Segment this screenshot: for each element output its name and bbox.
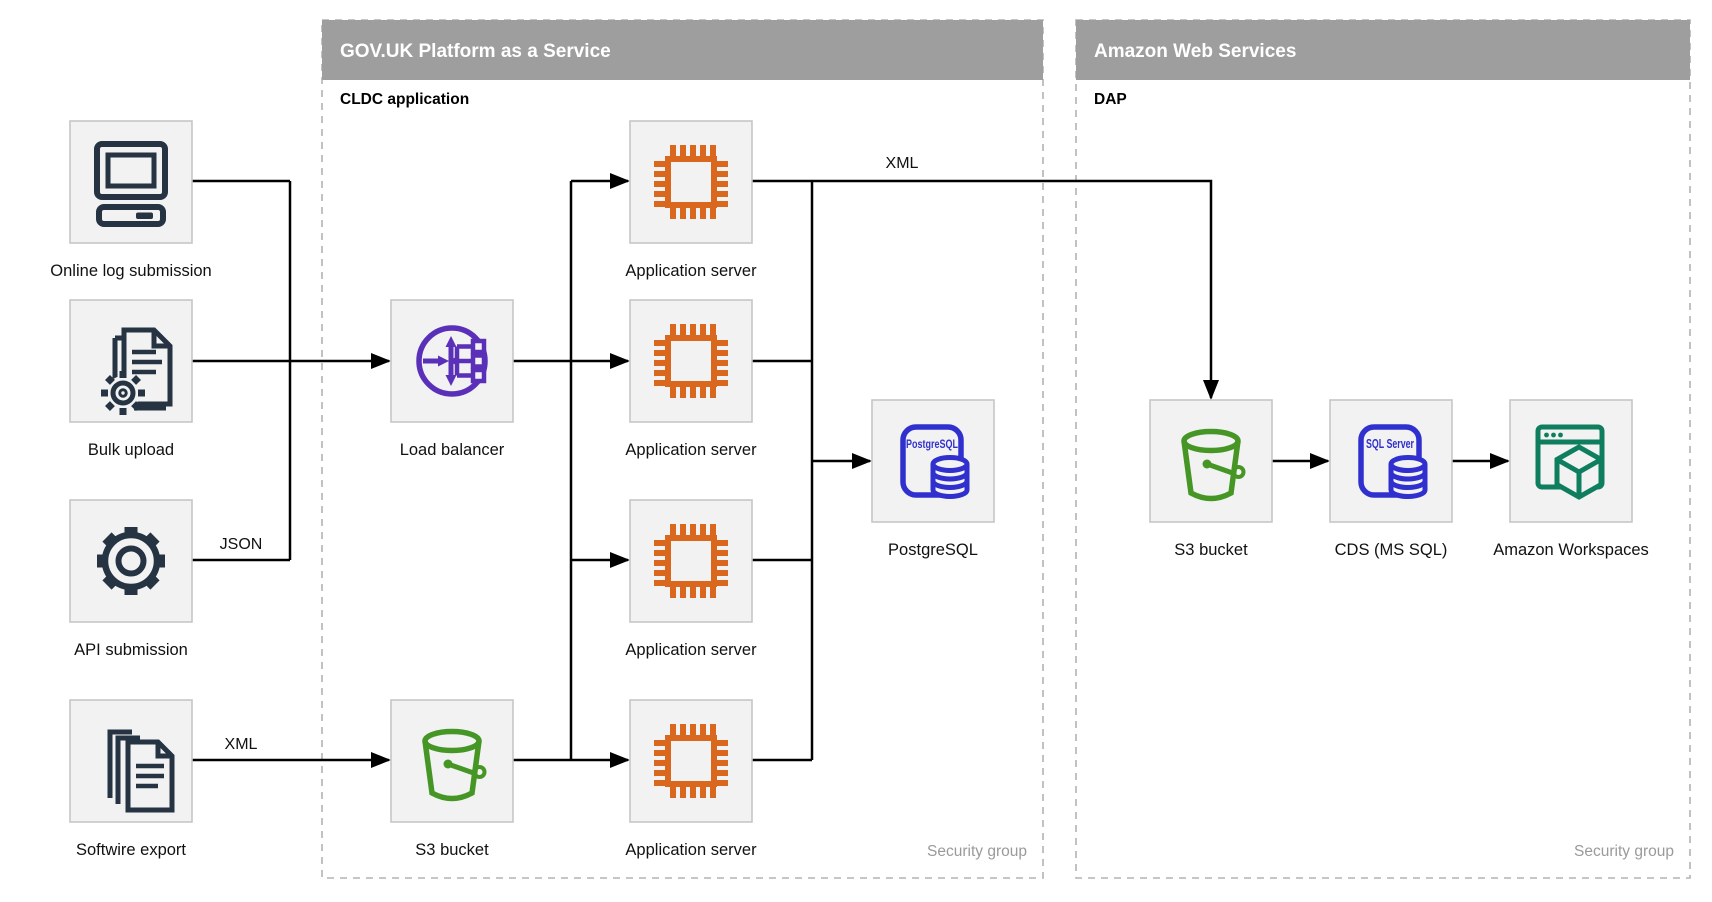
edge-app1-xml-to-aws-s3 xyxy=(752,179,1219,400)
node-label: Application server xyxy=(625,262,757,280)
node-label: API submission xyxy=(74,641,188,659)
paas-sublabel: CLDC application xyxy=(340,91,469,108)
node-online-log-submission: Online log submission xyxy=(50,120,212,280)
node-s3-bucket-govuk: S3 bucket xyxy=(390,699,514,859)
node-box xyxy=(629,499,753,623)
node-box xyxy=(629,299,753,423)
connector-lines xyxy=(192,173,1510,768)
node-label: S3 bucket xyxy=(415,841,489,859)
node-application-server-1: Application server xyxy=(625,120,757,280)
node-label: Load balancer xyxy=(400,441,505,459)
aws-title: Amazon Web Services xyxy=(1094,41,1296,62)
node-postgresql: PostgreSQL PostgreSQL xyxy=(871,399,995,559)
paas-container: GOV.UK Platform as a Service CLDC applic… xyxy=(321,19,1044,879)
node-load-balancer: Load balancer xyxy=(390,299,514,459)
node-label: Bulk upload xyxy=(88,441,174,459)
edge-label-xml-app: XML xyxy=(886,155,919,172)
node-box xyxy=(390,699,514,823)
node-box xyxy=(629,699,753,823)
node-application-server-3: Application server xyxy=(625,499,757,659)
node-application-server-2: Application server xyxy=(625,299,757,459)
edge-label-xml-softwire: XML xyxy=(225,736,258,753)
aws-header-banner xyxy=(1076,20,1690,80)
paas-title: GOV.UK Platform as a Service xyxy=(340,41,611,62)
paas-dashed-border xyxy=(321,19,1044,879)
node-label: CDS (MS SQL) xyxy=(1335,541,1448,559)
aws-security-group-label: Security group xyxy=(1574,843,1674,860)
aws-sublabel: DAP xyxy=(1094,91,1127,108)
aws-container: Amazon Web Services DAP Security group xyxy=(1075,19,1691,879)
edge-label-json: JSON xyxy=(220,536,263,553)
node-bulk-upload: Bulk upload xyxy=(69,299,193,459)
node-label: Online log submission xyxy=(50,262,211,280)
sql-server-icon-text: SQL Server xyxy=(1366,436,1414,451)
gear-icon xyxy=(97,527,165,595)
node-label: Softwire export xyxy=(76,841,186,859)
node-label: Amazon Workspaces xyxy=(1493,541,1649,559)
node-s3-bucket-aws: S3 bucket xyxy=(1149,399,1273,559)
node-softwire-export: Softwire export xyxy=(69,699,193,859)
node-box xyxy=(629,120,753,244)
stacked-documents-icon xyxy=(110,732,172,810)
node-box xyxy=(1149,399,1273,523)
paas-security-group-label: Security group xyxy=(927,843,1027,860)
node-label: Application server xyxy=(625,641,757,659)
aws-dashed-border xyxy=(1075,19,1691,879)
node-application-server-4: Application server xyxy=(625,699,757,859)
node-api-submission: API submission xyxy=(69,499,193,659)
node-amazon-workspaces: Amazon Workspaces xyxy=(1493,399,1649,559)
node-cds-ms-sql: SQL Server CDS (MS SQL) xyxy=(1329,399,1453,559)
node-label: Application server xyxy=(625,841,757,859)
paas-header-banner xyxy=(322,20,1043,80)
node-label: Application server xyxy=(625,441,757,459)
postgresql-icon-text: PostgreSQL xyxy=(906,437,958,451)
node-label: PostgreSQL xyxy=(888,541,978,559)
node-label: S3 bucket xyxy=(1174,541,1248,559)
